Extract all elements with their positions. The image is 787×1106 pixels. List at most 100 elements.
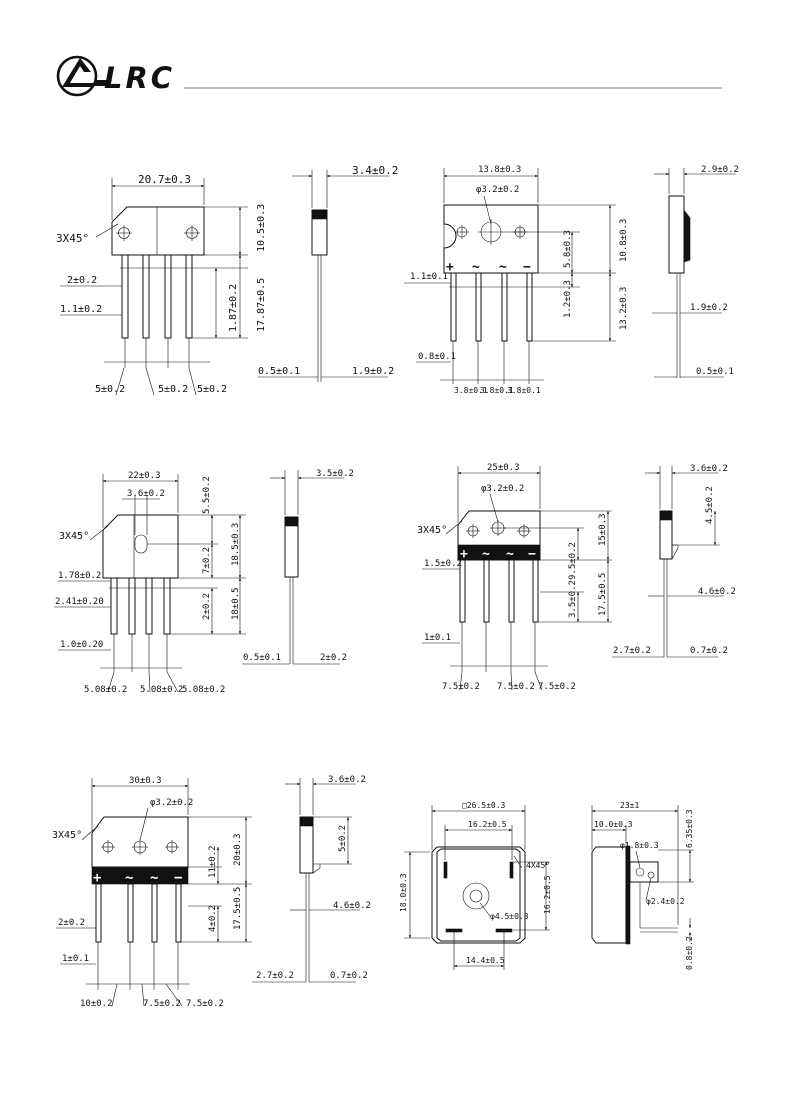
package-6-side-view	[591, 845, 678, 945]
p2-side-bottom-label: 1.9±0.2	[690, 303, 728, 313]
p5-mark-plus: +	[93, 870, 101, 886]
package-2-side-view: 2.9±0.2 1.9±0.2 0.5±0.1	[652, 165, 739, 378]
p4-pitch-3: 7.5±0.2	[538, 682, 576, 692]
p1-side-thickness-label: 0.5±0.1	[258, 366, 300, 377]
p6-lead-h-label: 6.35±0.3	[685, 809, 694, 848]
package-2-front-view: + ~ ~ −	[443, 204, 539, 342]
p4-side-h-label: 4.5±0.2	[705, 486, 715, 524]
p2-pitch-1: 3.8±0.1	[454, 386, 488, 395]
p4-pin-b-label: 1±0.1	[424, 633, 451, 643]
p2-h2-label: 10.8±0.3	[619, 219, 629, 262]
package-6-top-view	[431, 846, 526, 944]
p4-mark-minus: −	[528, 547, 536, 562]
package-1-side-view: 3.4±0.2 0.5±0.1 1.9±0.2	[258, 164, 398, 382]
p5-chamfer-label: 3X45°	[52, 830, 82, 841]
p6-chamfer-label: 4X45°	[526, 861, 550, 870]
p5-h4-label: 4±0.2	[208, 905, 218, 932]
p2-mark-plus: +	[446, 260, 454, 275]
p4-h1-label: 15±0.3	[598, 513, 608, 546]
p1-width-label: 20.7±0.3	[138, 173, 191, 186]
p6-side-width-label: 23±1	[620, 801, 639, 810]
center-hole-outer	[462, 882, 490, 910]
p4-width-label: 25±0.3	[487, 463, 520, 473]
p6-side-a-label: 10.0±0.3	[594, 820, 633, 829]
p4-mark-ac2: ~	[506, 547, 514, 562]
p1-chamfer-label: 3X45°	[56, 232, 89, 245]
p6-height-label: 18.0±0.3	[399, 873, 408, 912]
mounting-hole-center	[132, 839, 148, 855]
p4-chamfer-label: 3X45°	[417, 525, 447, 536]
p1-body-height-label: 10.5±0.3	[256, 204, 267, 252]
p1-side-width-label: 3.4±0.2	[352, 164, 398, 177]
p3-side-bottom-label: 2±0.2	[320, 653, 347, 663]
p6-lead-d-label: φ1.8±0.3	[620, 841, 659, 850]
p3-h2-label: 18.5±0.3	[231, 523, 241, 566]
p5-side-r-label: 0.7±0.2	[330, 971, 368, 981]
p5-pin-b-label: 1±0.1	[62, 954, 89, 964]
p5-pitch-3: 7.5±0.2	[186, 999, 224, 1009]
p5-h3-label: 17.5±0.5	[233, 887, 243, 930]
p5-mark-minus: −	[174, 870, 182, 886]
package-3-dimensions: 22±0.3 3.6±0.2 3X45° 5.5±0.2 18.5±0.3 7±…	[54, 471, 246, 695]
package-4-front-view: + ~ ~ −	[457, 510, 541, 623]
package-5-front-view: + ~ ~ −	[91, 816, 189, 943]
package-6-dimensions: □26.5±0.3 16.2±0.5 4X45° 18.0±0.3 16.2±0…	[399, 801, 552, 970]
p1-side-bottom-label: 1.9±0.2	[352, 366, 394, 377]
p5-h2-label: 11±0.2	[208, 845, 218, 878]
p3-chamfer-label: 3X45°	[59, 531, 89, 542]
p2-side-width-label: 2.9±0.2	[701, 165, 739, 175]
p3-side-width-label: 3.5±0.2	[316, 469, 354, 479]
p3-h5-label: 18±0.5	[231, 587, 241, 620]
brand-logo: LRC	[56, 55, 172, 97]
p2-mark-ac2: ~	[499, 260, 507, 275]
p5-side-h-label: 5±0.2	[338, 825, 348, 852]
p4-hole-label: φ3.2±0.2	[481, 484, 524, 494]
p2-h3-label: 1.2±0.3	[563, 280, 573, 318]
p1-lead-a-label: 1.87±0.2	[228, 284, 239, 332]
p4-side-width-label: 3.6±0.2	[690, 464, 728, 474]
mounting-hole-right	[184, 225, 200, 241]
package-1-dimensions: 20.7±0.3 3X45° 2±0.2 1.1±0.2 10.5±0.3 1.…	[56, 173, 267, 396]
p5-hole-label: φ3.2±0.2	[150, 798, 193, 808]
p2-pitch-2: 3.8±0.1	[480, 386, 514, 395]
p4-pin-a-label: 1.5±0.2	[424, 559, 462, 569]
p1-pin-width-label: 2±0.2	[67, 275, 97, 286]
p4-h2-label: 9.5±0.2	[568, 542, 578, 580]
p6-h2-label: 16.2±0.5	[543, 875, 552, 914]
p5-side-width-label: 3.6±0.2	[328, 775, 366, 785]
p1-pitch-2: 5±0.2	[158, 384, 188, 395]
p3-pitch-2: 5.08±0.2	[140, 685, 183, 695]
p5-pin-a-label: 2±0.2	[58, 918, 85, 928]
p6-lead-t-label: 0.8±0.2	[685, 936, 694, 970]
p4-mark-ac1: ~	[482, 547, 490, 562]
package-4-side-view: 3.6±0.2 4.5±0.2 4.6±0.2 2.7±0.2 0.7±0.2	[612, 464, 736, 658]
mounting-hole-1	[455, 225, 469, 239]
mounting-hole-left	[116, 225, 132, 241]
p1-lead-b-label: 17.87±0.5	[256, 278, 267, 332]
p5-mark-ac2: ~	[150, 870, 158, 886]
package-5-side-view: 3.6±0.2 5±0.2 4.6±0.2 2.7±0.2 0.7±0.2	[252, 775, 371, 983]
p1-pitch-3: 5±0.2	[197, 384, 227, 395]
p3-pin-b-label: 2.41±0.20	[55, 597, 104, 607]
p3-h3-label: 7±0.2	[202, 547, 212, 574]
p4-pitch-1: 7.5±0.2	[442, 682, 480, 692]
p5-width-label: 30±0.3	[129, 776, 162, 786]
p2-pin-width-label: 1.1±0.1	[410, 272, 448, 282]
package-4-dimensions: 25±0.3 φ3.2±0.2 3X45° 15±0.3 9.5±0.2 17.…	[417, 463, 612, 692]
p1-pitch-1: 5±0.2	[95, 384, 125, 395]
p2-pitch-3: 3.8±0.1	[507, 386, 541, 395]
p1-pin-thickness-label: 1.1±0.2	[60, 304, 102, 315]
p6-hole-label: φ4.5±0.3	[490, 912, 529, 921]
p5-side-m-label: 4.6±0.2	[333, 901, 371, 911]
p2-mark-ac1: ~	[472, 260, 480, 275]
p4-h3-label: 17.5±0.5	[598, 573, 608, 616]
p3-h4-label: 2±0.2	[202, 593, 212, 620]
p4-h4-label: 3.5±0.2	[568, 580, 578, 618]
p2-pin-thickness-label: 0.8±0.1	[418, 352, 456, 362]
package-2-dimensions: 13.8±0.3 φ3.2±0.2 5.8±0.3 10.8±0.3 1.2±0…	[404, 165, 629, 395]
p3-pin-a-label: 1.78±0.2	[58, 571, 101, 581]
p3-pin-c-label: 1.0±0.20	[60, 640, 103, 650]
p5-h1-label: 20±0.3	[233, 833, 243, 866]
package-1-front-view	[111, 206, 205, 339]
